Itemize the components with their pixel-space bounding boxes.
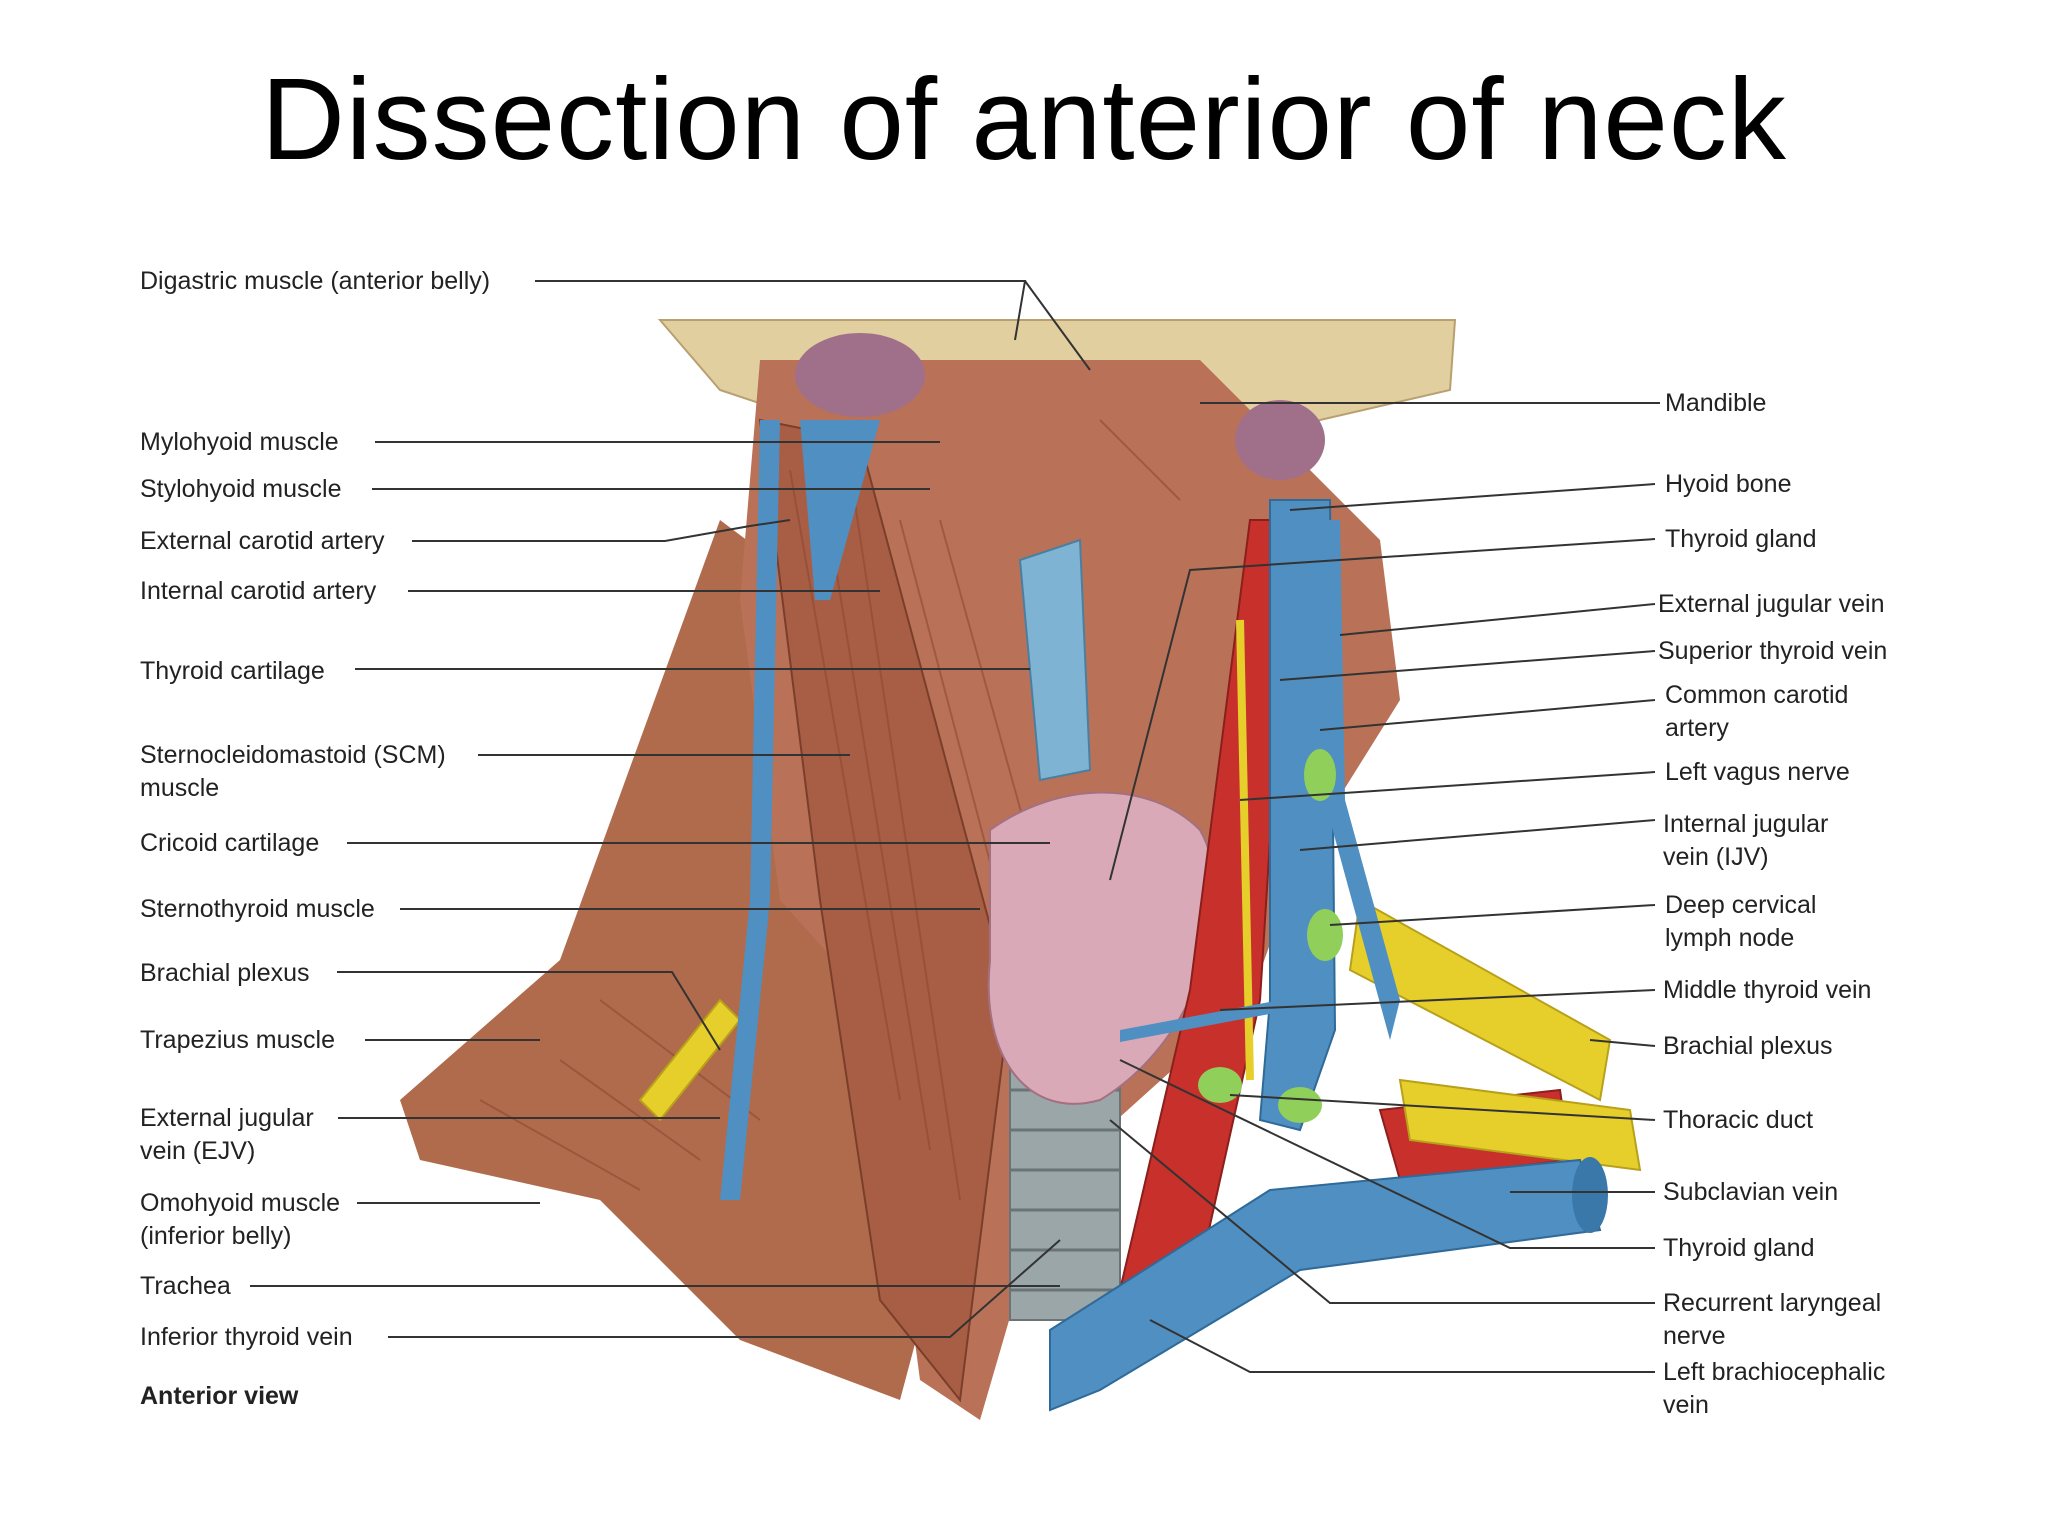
label-sternocleidomastoid: Sternocleidomastoid (SCM) muscle [140, 741, 446, 802]
label-common-carotid-artery: Common carotid artery [1665, 681, 1849, 742]
label-internal-jugular-vein: Internal jugular vein (IJV) [1663, 810, 1829, 871]
external-jugular-vein-left-branch [800, 420, 880, 600]
label-recurrent-laryngeal-nerve: Recurrent laryngeal nerve [1663, 1289, 1882, 1350]
subclavian-vein-shape [1049, 1158, 1602, 1412]
label-digastric-muscle: Digastric muscle (anterior belly) [140, 267, 491, 295]
label-stylohyoid-muscle: Stylohyoid muscle [140, 475, 342, 503]
label-hyoid-bone: Hyoid bone [1665, 470, 1792, 498]
view-label: Anterior view [140, 1382, 299, 1410]
label-mylohyoid-muscle: Mylohyoid muscle [140, 428, 339, 456]
internal-jugular-vein-shape [1258, 499, 1337, 1132]
label-external-jugular-vein-left: External jugular vein (EJV) [140, 1104, 314, 1165]
label-thyroid-cartilage: Thyroid cartilage [140, 657, 325, 685]
label-brachial-plexus-right: Brachial plexus [1663, 1032, 1833, 1060]
lymph-node-1 [1304, 749, 1336, 801]
lymph-node-4 [1198, 1067, 1242, 1103]
label-inferior-thyroid-vein: Inferior thyroid vein [140, 1323, 353, 1351]
subclavian-vein-end [1572, 1157, 1608, 1233]
label-middle-thyroid-vein: Middle thyroid vein [1663, 976, 1872, 1004]
vagus-nerve-shape [1236, 619, 1254, 1081]
slide-title: Dissection of anterior of neck [261, 54, 1787, 184]
label-omohyoid-muscle: Omohyoid muscle (inferior belly) [140, 1189, 341, 1250]
label-brachial-plexus-left: Brachial plexus [140, 959, 310, 987]
label-thyroid-gland-lower: Thyroid gland [1663, 1234, 1815, 1262]
label-sternothyroid-muscle: Sternothyroid muscle [140, 895, 375, 923]
label-superior-thyroid-vein: Superior thyroid vein [1658, 637, 1888, 665]
leader-lines-left [250, 280, 1091, 1338]
label-subclavian-vein: Subclavian vein [1663, 1178, 1839, 1206]
external-jugular-vein-right-shape [1325, 520, 1400, 1040]
thyroid-cartilage-shape [1018, 538, 1092, 782]
external-jugular-vein-left-shape [720, 420, 780, 1200]
label-trapezius-muscle: Trapezius muscle [140, 1026, 335, 1054]
lymph-node-3 [1278, 1087, 1322, 1123]
middle-thyroid-vein-shape [1120, 1000, 1280, 1042]
label-mandible: Mandible [1665, 389, 1767, 417]
label-cricoid-cartilage: Cricoid cartilage [140, 829, 320, 857]
label-trachea: Trachea [140, 1272, 231, 1300]
label-thoracic-duct: Thoracic duct [1663, 1106, 1814, 1134]
label-deep-cervical-lymph-node: Deep cervical lymph node [1665, 891, 1817, 952]
submandibular-gland-left [795, 333, 925, 417]
label-external-carotid-artery: External carotid artery [140, 527, 385, 555]
submandibular-gland-right [1235, 400, 1325, 480]
label-external-jugular-vein-right: External jugular vein [1658, 590, 1885, 618]
label-left-vagus-nerve: Left vagus nerve [1665, 758, 1850, 786]
label-internal-carotid-artery: Internal carotid artery [140, 577, 377, 605]
label-thyroid-gland-upper: Thyroid gland [1665, 525, 1817, 553]
brachial-plexus-right-lower [1398, 1078, 1642, 1172]
label-left-brachiocephalic-vein: Left brachiocephalic vein [1663, 1358, 1886, 1419]
lymph-node-2 [1307, 909, 1343, 961]
leader-lines-right [1109, 402, 1660, 1373]
brachial-plexus-right-shape [1348, 898, 1612, 1102]
